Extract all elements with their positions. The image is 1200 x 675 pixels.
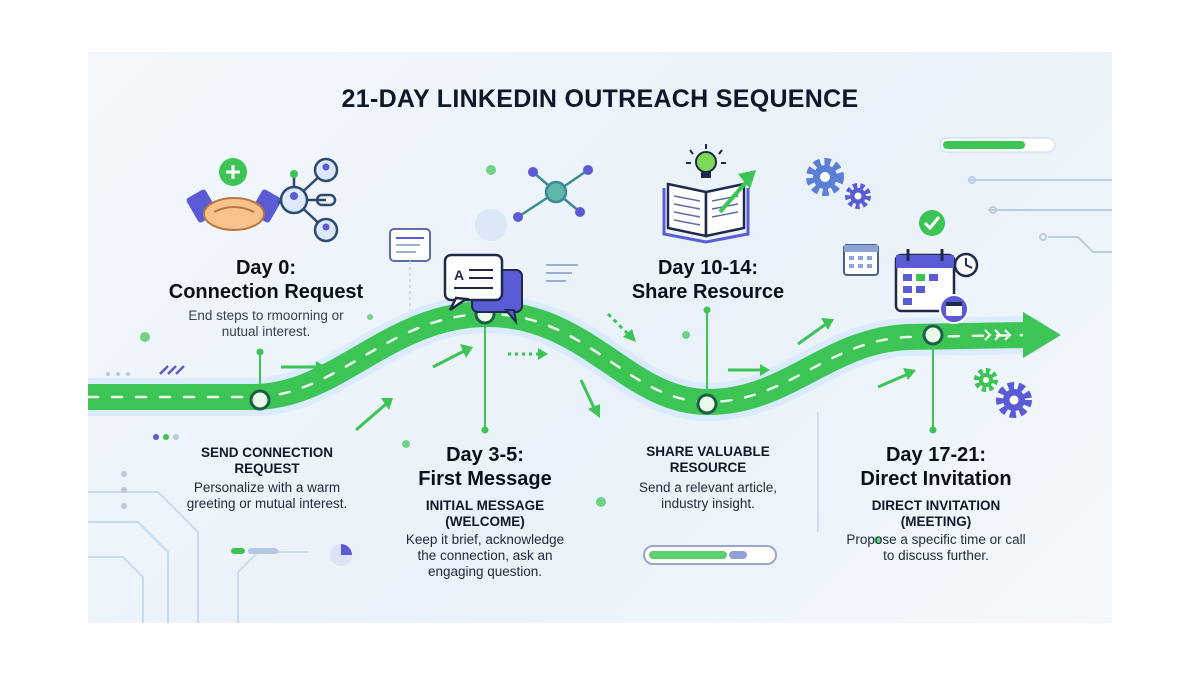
bubble [475,209,507,241]
chat-bubbles-icon: A [443,253,523,326]
step-4-day: Day 17-21: Direct Invitation [860,444,1012,490]
book-lightbulb-icon [662,144,756,244]
svg-text:A: A [454,267,464,283]
small-pill [248,548,278,554]
step-1-day: Day 0: Connection Request [168,257,364,303]
step-1-description: Personalize with a warm greeting or mutu… [186,480,348,511]
step-1-faded-note: End steps to rmoorning or nutual interes… [188,308,344,339]
progress-bar-bottom [643,545,777,565]
road-arrowhead-icon [1023,312,1061,358]
step-3-day: Day 10-14: Share Resource [631,257,785,303]
dot-grid [106,372,179,509]
step-1-action: SEND CONNECTION REQUEST [200,445,333,476]
circuit-lines-right [968,176,1112,253]
step-3-action: SHARE VALUABLE RESOURCE [646,444,770,475]
timeline-road [88,294,1047,422]
background-graphics: A [88,137,1112,623]
infographic-panel: A [88,52,1112,623]
small-calendar-icon [843,244,879,276]
speed-dashes [159,365,185,375]
small-pill [231,548,245,554]
flow-arrows [281,312,916,432]
gear-icon [806,158,871,209]
document-icon [389,228,431,310]
connector-end-dots [256,306,937,434]
handshake-network-icon [186,157,339,243]
step-2-action: INITIAL MESSAGE (WELCOME) [425,498,545,529]
road-chevrons [984,329,1012,341]
page-title: 21-DAY LINKEDIN OUTREACH SEQUENCE [341,85,859,113]
text-lines-icon [546,264,578,282]
step-4-description: Propose a specific time or call to discu… [846,532,1026,563]
gear-icon [974,368,1032,418]
connector-lines [259,310,934,430]
step-3-description: Send a relevant article, industry insigh… [638,480,778,511]
step-2-description: Keep it brief, acknowledge the connectio… [405,532,565,579]
step-2-day: Day 3-5: First Message [418,444,552,490]
glow-dots [140,165,882,544]
calendar-check-icon [894,210,979,324]
network-nodes-icon [513,165,593,222]
pie-chart-icon [330,544,352,566]
progress-bar-top [939,137,1056,153]
step-4-action: DIRECT INVITATION (MEETING) [871,498,1001,529]
